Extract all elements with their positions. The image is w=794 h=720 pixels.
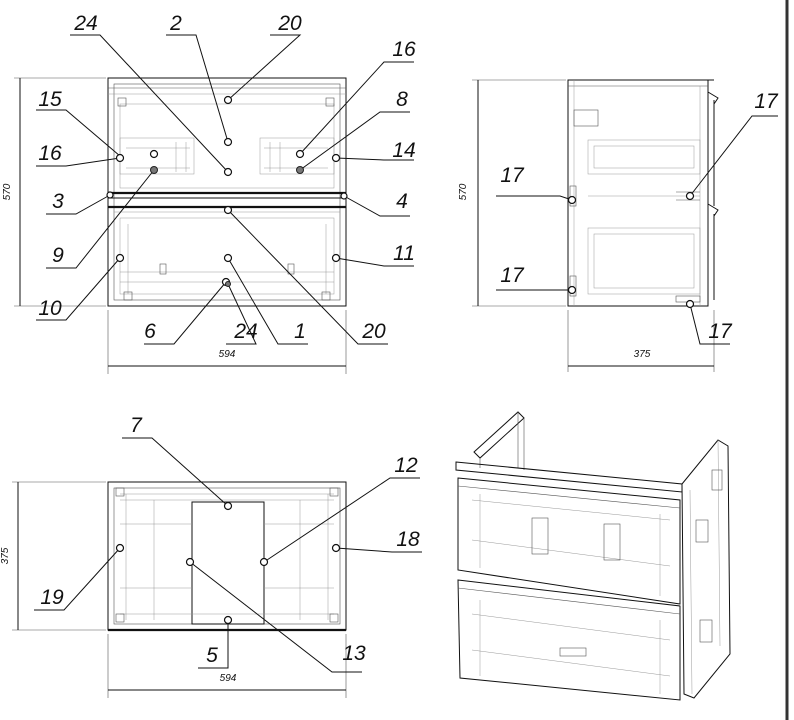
top-callout-5: 5: [206, 644, 218, 667]
front-callout-24-top: 24: [73, 12, 97, 35]
front-callout-4: 4: [396, 190, 408, 213]
top-callout-12: 12: [394, 454, 418, 477]
side-callout-17-a: 17: [500, 164, 525, 187]
front-callout-10: 10: [38, 297, 62, 320]
iso-lower-drawer: [457, 579, 681, 701]
top-callout-13: 13: [342, 642, 366, 665]
front-callout-2: 2: [169, 12, 182, 35]
front-callout-6: 6: [144, 320, 156, 343]
front-callout-16-right: 16: [392, 38, 416, 61]
side-view-outline: [567, 79, 709, 307]
front-height-dim-label: 570: [2, 183, 13, 200]
front-callout-24-bottom: 24: [233, 320, 257, 343]
top-width-dim-label: 594: [220, 673, 237, 684]
front-callout-16-left: 16: [38, 142, 62, 165]
side-view: 570 375 17 17 17 17: [458, 79, 779, 372]
side-callout-17-c: 17: [754, 90, 779, 113]
iso-upper-drawer: [457, 477, 681, 605]
top-callout-18: 18: [396, 528, 420, 551]
top-callout-19: 19: [40, 586, 64, 609]
front-callout-15: 15: [38, 88, 62, 111]
front-callout-1: 1: [294, 320, 306, 343]
isometric-view: [455, 411, 731, 701]
front-callout-3: 3: [52, 190, 64, 213]
front-callout-11: 11: [393, 242, 415, 265]
front-callout-20-bottom: 20: [361, 320, 386, 343]
front-callout-14: 14: [392, 139, 415, 162]
top-depth-dim-label: 375: [0, 547, 11, 564]
side-depth-dim-label: 375: [634, 349, 651, 360]
top-view: 375 594 7 12 18 19 5 13: [0, 414, 422, 698]
front-callout-9: 9: [52, 244, 64, 267]
side-callout-17-b: 17: [500, 264, 525, 287]
front-view: 570 594: [2, 12, 416, 374]
side-height-dim-label: 570: [458, 183, 469, 200]
front-callout-8: 8: [396, 88, 408, 111]
side-callout-17-d: 17: [708, 320, 733, 343]
front-callout-20-top: 20: [277, 12, 302, 35]
top-callout-7: 7: [130, 414, 143, 437]
front-width-dim-label: 594: [219, 349, 236, 360]
